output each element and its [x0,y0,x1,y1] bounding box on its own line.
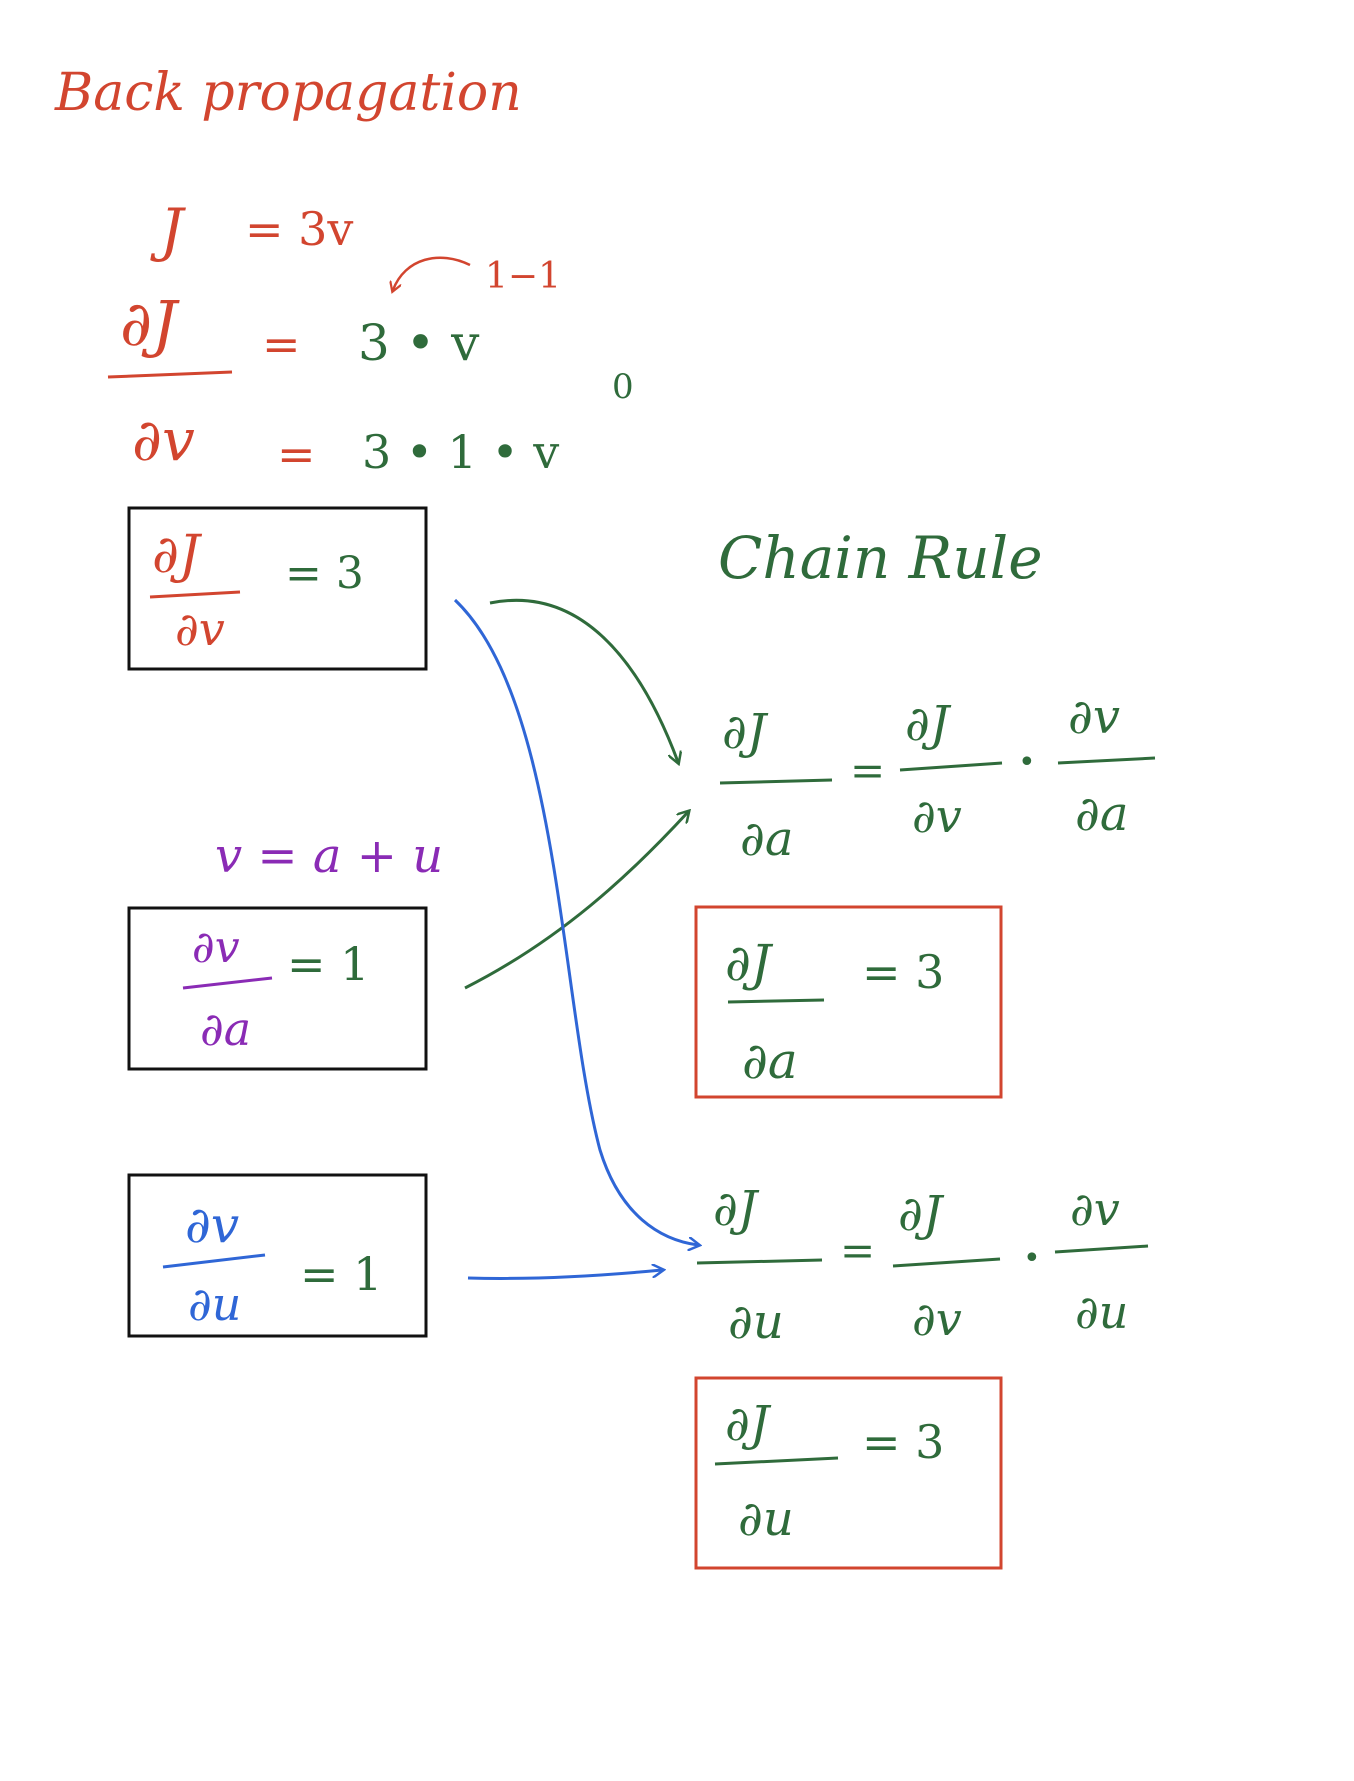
chain-rule-title: Chain Rule [718,524,1043,592]
chain-a-f1-numerator: ∂J [905,696,952,752]
chain-a-f2-numerator: ∂v [1068,689,1120,745]
step1-expression: 3 • v [358,314,480,372]
deriv-fraction-bar [107,370,233,379]
exponent-rewrite-arrow [393,256,471,290]
result-a-denominator: ∂a [742,1032,798,1090]
chain-a-dot: • [1018,745,1036,780]
chain-u-dot: • [1023,1241,1041,1276]
chain-a-f2-bar [1057,756,1156,765]
result-a-value: = 3 [862,945,944,999]
deriv-dj-numerator: ∂J [120,287,180,360]
box-djdv-value: = 3 [285,548,364,599]
deriv-dv-denominator: ∂v [132,406,195,474]
arrow-djdv-to-chain-u [453,598,698,1245]
box-dvdu-denominator: ∂u [188,1277,241,1331]
box-dvda-value: = 1 [287,937,369,991]
j-label: J [150,196,186,264]
box-dvda-denominator: ∂a [200,1002,251,1056]
chain-a-lhs-numerator: ∂J [722,704,769,760]
box-dvdu [127,1173,428,1338]
chain-u-lhs-bar [696,1258,823,1265]
result-u-denominator: ∂u [738,1491,794,1547]
box-djdv-bar [149,590,241,599]
box-dvdu-numerator: ∂v [185,1196,239,1254]
chain-u-f2-bar [1054,1244,1149,1254]
chain-a-equals: = [850,746,885,795]
result-box-djdu [694,1376,1003,1570]
step2-expression: 3 • 1 • v [362,425,559,479]
box-djdv [127,506,428,671]
chain-a-f1-bar [899,761,1003,772]
box-dvda-numerator: ∂v [192,922,240,973]
v-definition: v = a + u [215,828,443,884]
result-u-numerator: ∂J [725,1396,772,1452]
chain-u-f2-denominator: ∂u [1075,1285,1128,1339]
page-title: Back propagation [54,63,522,123]
box-djdv-denominator: ∂v [175,602,225,656]
arrow-dvda-to-chain-a [464,812,688,990]
arrow-djdv-to-chain-a [489,598,678,762]
chain-a-lhs-bar [719,778,833,785]
step2-equals: = [277,427,316,481]
j-definition: = 3v [245,202,353,256]
chain-u-lhs-numerator: ∂J [713,1181,760,1237]
step1-equals: = [262,317,301,371]
chain-u-f1-bar [892,1257,1001,1268]
chain-u-f1-numerator: ∂J [898,1186,945,1242]
result-u-bar [714,1456,839,1466]
chain-a-lhs-denominator: ∂a [740,811,793,867]
box-dvdu-bar [162,1253,266,1269]
box-dvda-bar [182,976,273,990]
arrow-dvdu-to-chain-u [467,1270,662,1280]
box-dvda [127,906,428,1071]
chain-u-equals: = [840,1226,875,1275]
chain-u-lhs-denominator: ∂u [728,1294,784,1350]
chain-u-f1-denominator: ∂v [912,1292,962,1346]
chain-a-f1-denominator: ∂v [912,789,962,843]
box-djdv-numerator: ∂J [152,525,203,585]
result-box-djda [694,905,1003,1099]
result-a-numerator: ∂J [725,934,774,992]
step1-exponent: 1−1 [485,256,561,297]
result-a-bar [727,998,825,1004]
result-u-value: = 3 [862,1415,944,1469]
chain-u-f2-numerator: ∂v [1070,1182,1120,1236]
step2-exponent: 0 [612,367,634,407]
box-dvdu-value: = 1 [300,1247,382,1301]
chain-a-f2-denominator: ∂a [1075,786,1128,842]
